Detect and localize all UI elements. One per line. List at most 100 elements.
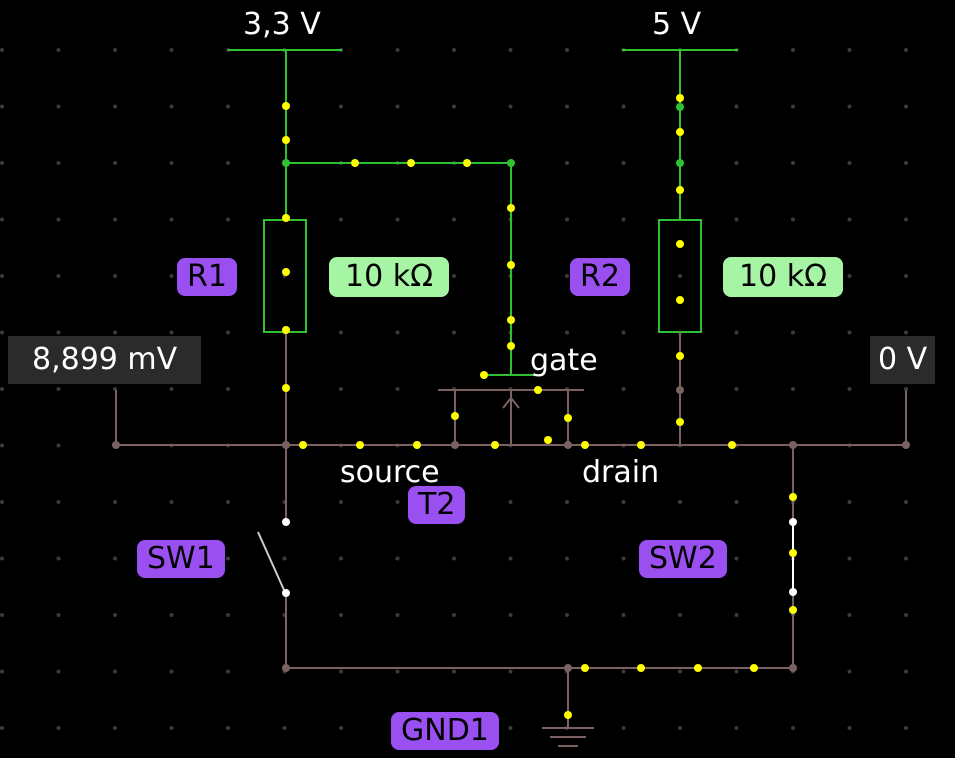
- current-dot: [507, 342, 515, 350]
- current-dot: [480, 371, 488, 379]
- current-dot: [728, 441, 736, 449]
- grid-dot: [452, 217, 456, 222]
- t2-source-label: source: [340, 455, 440, 490]
- grid-dot: [847, 613, 852, 617]
- grid-dot: [621, 726, 626, 730]
- sw1-name-label[interactable]: SW1: [137, 540, 225, 578]
- current-dot: [491, 441, 499, 449]
- grid-dot: [791, 48, 795, 52]
- grid-dot: [395, 500, 400, 504]
- switch-sw2-contact-bottom: [789, 588, 797, 596]
- current-dot: [581, 664, 589, 672]
- junction-node: [112, 441, 120, 449]
- grid-dot: [56, 330, 61, 335]
- grid-dot: [113, 726, 117, 730]
- current-dot: [676, 94, 684, 102]
- grid-dot: [621, 613, 626, 617]
- grid-dot: [0, 274, 4, 278]
- grid-dot: [395, 556, 400, 561]
- grid-dot: [339, 613, 343, 617]
- grid-dot: [339, 387, 343, 391]
- grid-dot: [904, 613, 908, 617]
- grid-dot: [678, 726, 682, 730]
- grid-dot: [847, 669, 852, 674]
- grid-dot: [0, 161, 4, 165]
- grid-dot: [847, 387, 852, 391]
- transistor-t2-symbol[interactable]: [502, 390, 520, 445]
- current-dot: [507, 261, 515, 269]
- grid-dot: [904, 104, 908, 109]
- grid-dot: [226, 500, 230, 504]
- probe-right-readout[interactable]: 0 V: [870, 336, 936, 384]
- junction-node: [676, 386, 684, 394]
- grid-dot: [565, 274, 569, 278]
- switch-sw2-contact-top: [789, 518, 797, 526]
- grid-dot: [904, 274, 908, 278]
- grid-dot: [0, 387, 4, 391]
- probe-left-readout[interactable]: 8,899 mV: [8, 336, 202, 384]
- grid-dot: [621, 217, 626, 222]
- junction-node: [282, 441, 290, 449]
- switch-sw1-lever[interactable]: [257, 531, 285, 591]
- r1-value-label[interactable]: 10 kΩ: [329, 257, 450, 297]
- grid-dot: [734, 613, 739, 617]
- grid-dot: [339, 500, 343, 504]
- junction-node: [789, 664, 797, 672]
- current-dot: [789, 549, 797, 557]
- grid-dot: [226, 613, 230, 617]
- current-dot: [351, 159, 359, 167]
- grid-dot: [56, 104, 61, 109]
- current-dot: [581, 441, 589, 449]
- current-dot: [282, 214, 290, 222]
- grid-dot: [169, 330, 174, 335]
- grid-dot: [791, 726, 795, 730]
- grid-dot: [452, 274, 456, 278]
- current-dot: [676, 186, 684, 194]
- grid-dot: [0, 217, 4, 222]
- current-dot: [676, 352, 684, 360]
- grid-dot: [452, 48, 456, 52]
- current-dot: [564, 711, 572, 719]
- grid-dot: [169, 217, 174, 222]
- grid-dot: [395, 330, 400, 335]
- r2-name-label[interactable]: R2: [570, 258, 630, 296]
- current-dot: [544, 436, 552, 444]
- junction-node: [676, 103, 684, 111]
- current-dot: [463, 159, 471, 167]
- r2-value-label[interactable]: 10 kΩ: [723, 257, 844, 297]
- current-dot: [299, 441, 307, 449]
- grid-dot: [113, 48, 117, 52]
- grid-dot: [904, 161, 908, 165]
- current-dot: [282, 136, 290, 144]
- current-dot: [282, 268, 290, 276]
- grid-dot: [169, 669, 174, 674]
- grid-dot: [113, 161, 117, 165]
- grid-dot: [565, 104, 569, 109]
- r1-name-label[interactable]: R1: [177, 258, 237, 296]
- grid-dot: [565, 330, 569, 335]
- grid-dot: [452, 104, 456, 109]
- grid-dot: [395, 217, 400, 222]
- t2-drain-label: drain: [582, 455, 660, 490]
- grid-dot: [0, 726, 4, 730]
- grid-dot: [113, 104, 117, 109]
- grid-dot: [508, 556, 513, 561]
- gnd1-name-label[interactable]: GND1: [391, 712, 499, 750]
- supply-3v3-label: 3,3 V: [243, 7, 321, 42]
- t2-name-label[interactable]: T2: [408, 486, 466, 524]
- grid-dot: [904, 556, 908, 561]
- junction-node: [451, 441, 459, 449]
- current-dots: [282, 94, 797, 719]
- grid-dot: [904, 726, 908, 730]
- grid-dot: [339, 330, 343, 335]
- current-dot: [637, 441, 645, 449]
- grid-dot: [734, 556, 739, 561]
- grid-dot: [56, 500, 61, 504]
- grid-dot: [904, 330, 908, 335]
- sw2-name-label[interactable]: SW2: [639, 540, 727, 578]
- ground-symbol[interactable]: [542, 727, 594, 747]
- grid-dot: [226, 669, 230, 674]
- grid-dot: [226, 726, 230, 730]
- grid-dot: [226, 387, 230, 391]
- grid-dot: [169, 726, 174, 730]
